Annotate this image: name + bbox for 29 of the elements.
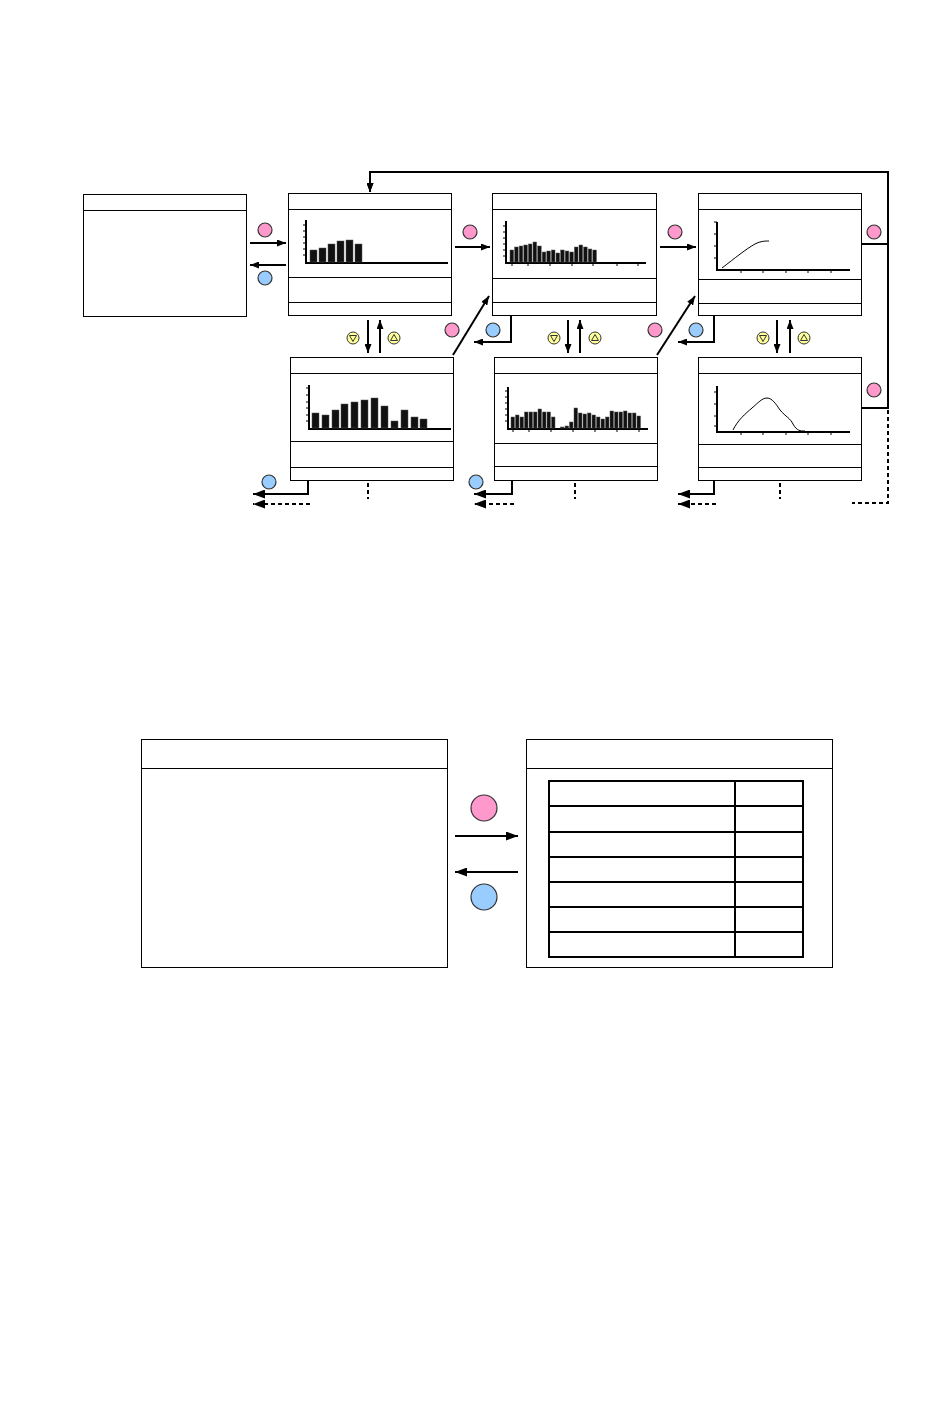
arrow — [786, 319, 794, 354]
arrow — [564, 319, 572, 354]
window-panel — [494, 357, 658, 481]
window-panel — [290, 357, 454, 481]
arrow — [454, 867, 519, 877]
arrow — [576, 319, 584, 354]
window-panel — [288, 193, 452, 316]
arrow — [452, 295, 490, 356]
window-panel — [141, 739, 448, 968]
arrow — [659, 243, 697, 251]
connector-line — [851, 407, 889, 504]
arrow — [677, 315, 715, 346]
arrow — [677, 480, 715, 499]
arrow — [249, 261, 287, 269]
arrow — [364, 319, 372, 354]
arrow — [249, 239, 287, 247]
window-panel — [698, 357, 862, 481]
arrow — [252, 480, 309, 499]
window-panel — [83, 194, 247, 317]
arrow — [656, 295, 696, 356]
arrow — [376, 319, 384, 354]
arrow — [773, 319, 781, 354]
window-panel — [526, 739, 833, 968]
arrow — [473, 315, 512, 346]
window-panel — [698, 193, 862, 316]
arrow — [454, 243, 491, 251]
arrow — [473, 480, 513, 499]
window-panel — [492, 193, 657, 316]
arrow — [454, 831, 519, 841]
